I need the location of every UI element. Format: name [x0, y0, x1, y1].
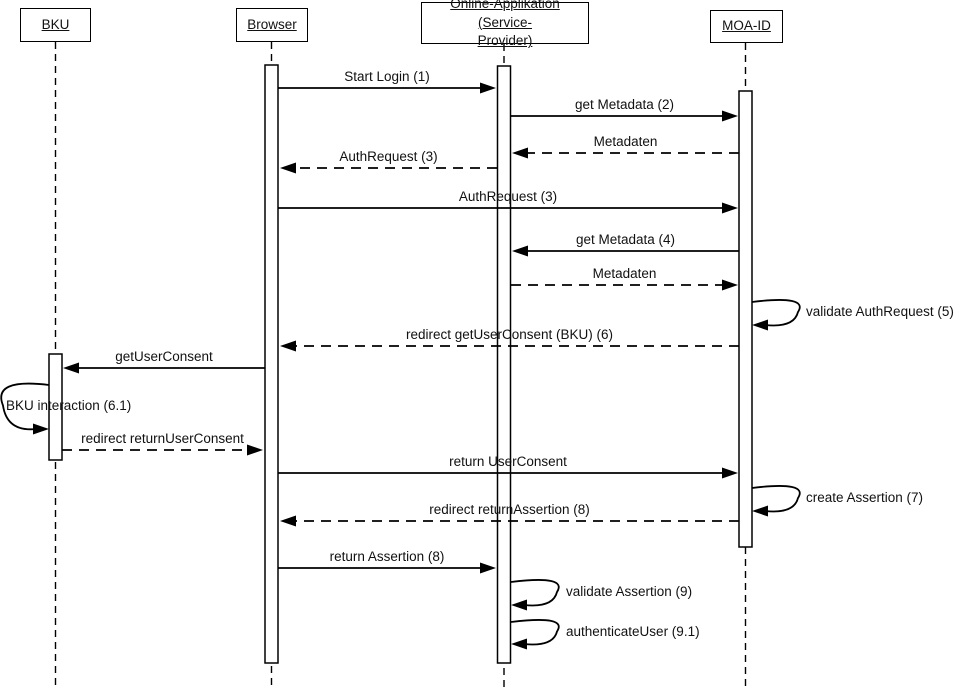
message-label: BKU interaction (6.1) — [6, 398, 131, 413]
arrowhead — [280, 340, 296, 352]
message-label: Start Login (1) — [344, 69, 430, 84]
actor-box-bku: BKU — [20, 8, 91, 42]
arrowhead — [512, 147, 528, 159]
self-loop-arc — [510, 619, 560, 646]
message-authrequest-3-forward: AuthRequest (3) — [278, 189, 738, 214]
activation-bar-bku — [48, 353, 63, 461]
message-label: AuthRequest (3) — [459, 189, 557, 204]
message-label: redirect getUserConsent (BKU) (6) — [406, 327, 613, 342]
self-loop-arc — [510, 579, 560, 607]
arrowhead — [33, 423, 49, 435]
actor-label-browser: Browser — [247, 16, 297, 32]
message-redirect-returnassertion-8: redirect returnAssertion (8) — [280, 502, 739, 527]
actor-label-bku: BKU — [41, 16, 70, 32]
message-label: redirect returnUserConsent — [81, 431, 244, 446]
actor-box-moa-id: MOA-ID — [710, 10, 783, 43]
message-label: authenticateUser (9.1) — [566, 624, 700, 639]
arrowhead — [722, 467, 738, 479]
arrowhead — [480, 82, 496, 94]
arrowhead — [511, 638, 527, 650]
actor-label-moa-id: MOA-ID — [722, 18, 771, 34]
activation-bar-moa-id — [738, 90, 753, 548]
message-metadaten-response-2: Metadaten — [512, 134, 739, 159]
message-authrequest-3-reply: AuthRequest (3) — [280, 149, 497, 174]
message-label: validate Assertion (9) — [566, 584, 692, 599]
message-label: Metadaten — [593, 266, 657, 281]
message-start-login-1: Start Login (1) — [278, 69, 496, 94]
message-redirect-returnuserconsent: redirect returnUserConsent — [62, 431, 263, 456]
message-label: get Metadata (2) — [575, 97, 674, 112]
message-return-assertion-8: return Assertion (8) — [278, 549, 496, 574]
message-redirect-getuserconsent-6: redirect getUserConsent (BKU) (6) — [280, 327, 739, 352]
arrowhead — [752, 319, 768, 331]
arrowhead — [512, 245, 528, 257]
arrowhead — [280, 162, 296, 174]
message-label: AuthRequest (3) — [339, 149, 437, 164]
message-label: return Assertion (8) — [330, 549, 445, 564]
self-loop-arc — [0, 382, 50, 431]
arrowhead — [722, 110, 738, 122]
message-validate-authrequest-5: validate AuthRequest (5) — [751, 299, 954, 331]
arrowhead — [722, 202, 738, 214]
arrowhead — [280, 515, 296, 527]
arrowhead — [63, 362, 79, 374]
self-loop-arc — [751, 299, 801, 327]
activation-bar-online-applikation — [496, 65, 512, 664]
message-authenticateuser-9-1: authenticateUser (9.1) — [510, 619, 700, 650]
actor-box-online-applikation: Online-Applikation (Service-Provider) — [421, 0, 589, 48]
message-label: redirect returnAssertion (8) — [429, 502, 590, 517]
message-label: get Metadata (4) — [576, 232, 675, 247]
arrowhead — [511, 599, 527, 611]
arrowhead — [752, 505, 768, 517]
arrowhead — [247, 444, 263, 456]
message-create-assertion-7: create Assertion (7) — [751, 485, 923, 517]
self-loop-arc — [751, 485, 801, 513]
message-label: getUserConsent — [115, 349, 213, 364]
message-get-metadata-4: get Metadata (4) — [512, 232, 739, 257]
message-getuserconsent: getUserConsent — [63, 349, 265, 374]
message-label: return UserConsent — [449, 454, 567, 469]
actor-label-online-applikation: Online-Applikation (Service-Provider) — [450, 0, 560, 49]
message-label: validate AuthRequest (5) — [806, 304, 954, 319]
message-label: create Assertion (7) — [806, 490, 923, 505]
arrowhead — [722, 279, 738, 291]
message-label: Metadaten — [594, 134, 658, 149]
actor-box-browser: Browser — [236, 8, 308, 42]
arrowhead — [480, 562, 496, 574]
message-validate-assertion-9: validate Assertion (9) — [510, 579, 692, 611]
message-bku-interaction-6-1: BKU interaction (6.1) — [0, 382, 131, 435]
message-get-metadata-2: get Metadata (2) — [511, 97, 738, 122]
activation-bar-browser — [264, 64, 279, 664]
message-return-userconsent: return UserConsent — [278, 454, 738, 479]
message-metadaten-response-4: Metadaten — [511, 266, 738, 291]
